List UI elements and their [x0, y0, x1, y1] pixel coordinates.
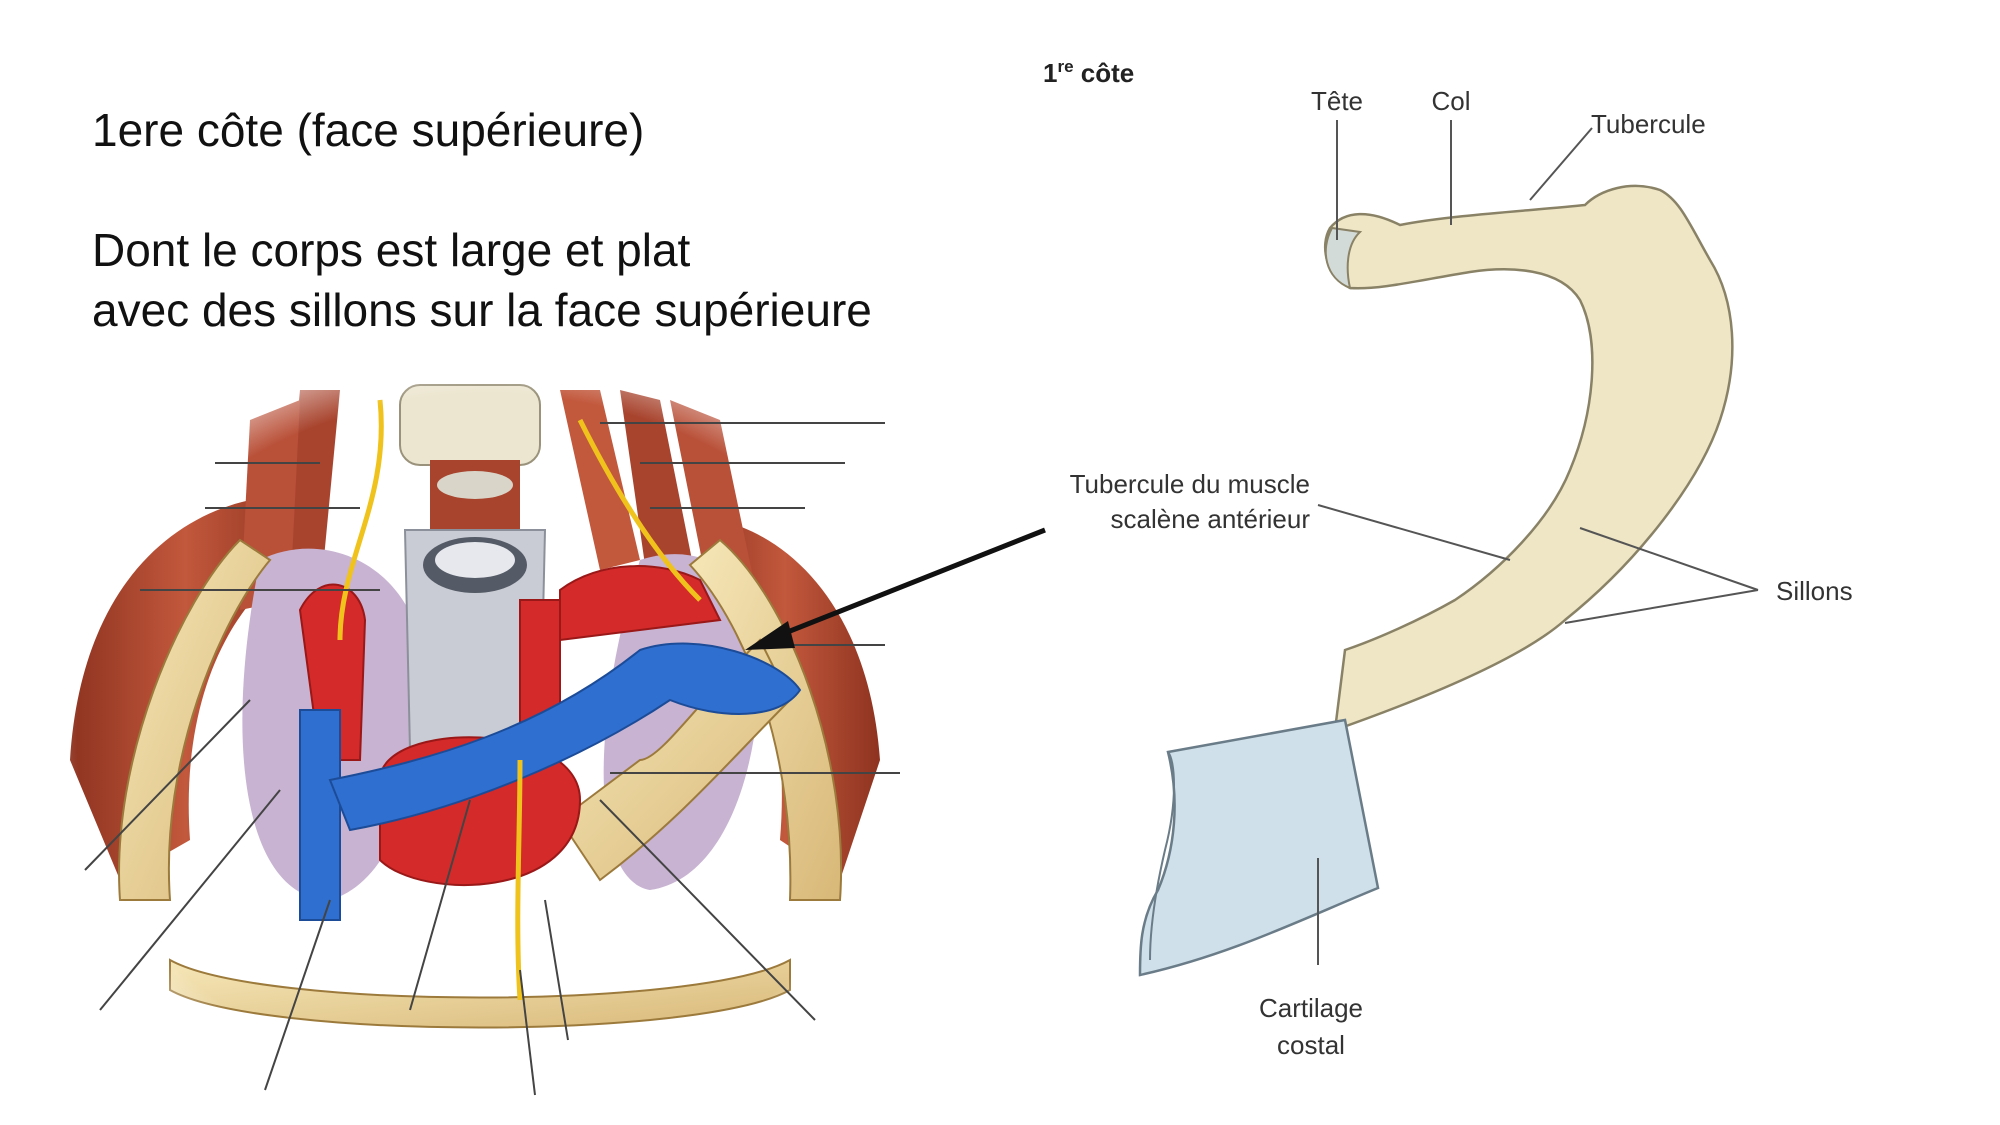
- rib-body: [1323, 184, 1734, 732]
- label-cartilage-1: Cartilage: [1259, 993, 1363, 1023]
- costal-cartilage: [1138, 718, 1380, 977]
- label-neck: Col: [1431, 86, 1470, 116]
- slide-text-block: 1ere côte (face supérieure) Dont le corp…: [92, 100, 872, 340]
- label-scalene-tubercle-1: Tubercule du muscle: [1070, 469, 1310, 499]
- description-line-2: avec des sillons sur la face supérieure: [92, 284, 872, 336]
- rib-figure-title: 1re côte: [1043, 57, 1134, 88]
- rib-leader-lines: [1317, 120, 1759, 965]
- slide-title: 1ere côte (face supérieure): [92, 104, 645, 156]
- label-scalene-tubercle-2: scalène antérieur: [1111, 504, 1311, 534]
- label-head: Tête: [1311, 86, 1363, 116]
- label-grooves: Sillons: [1776, 576, 1853, 606]
- label-tubercle: Tubercule: [1591, 109, 1706, 139]
- label-cartilage-2: costal: [1277, 1030, 1345, 1060]
- description-line-1: Dont le corps est large et plat: [92, 224, 691, 276]
- pointer-arrow: [745, 527, 1046, 650]
- illustration-leader-lines: [84, 422, 900, 1096]
- rib-head: [1324, 226, 1363, 290]
